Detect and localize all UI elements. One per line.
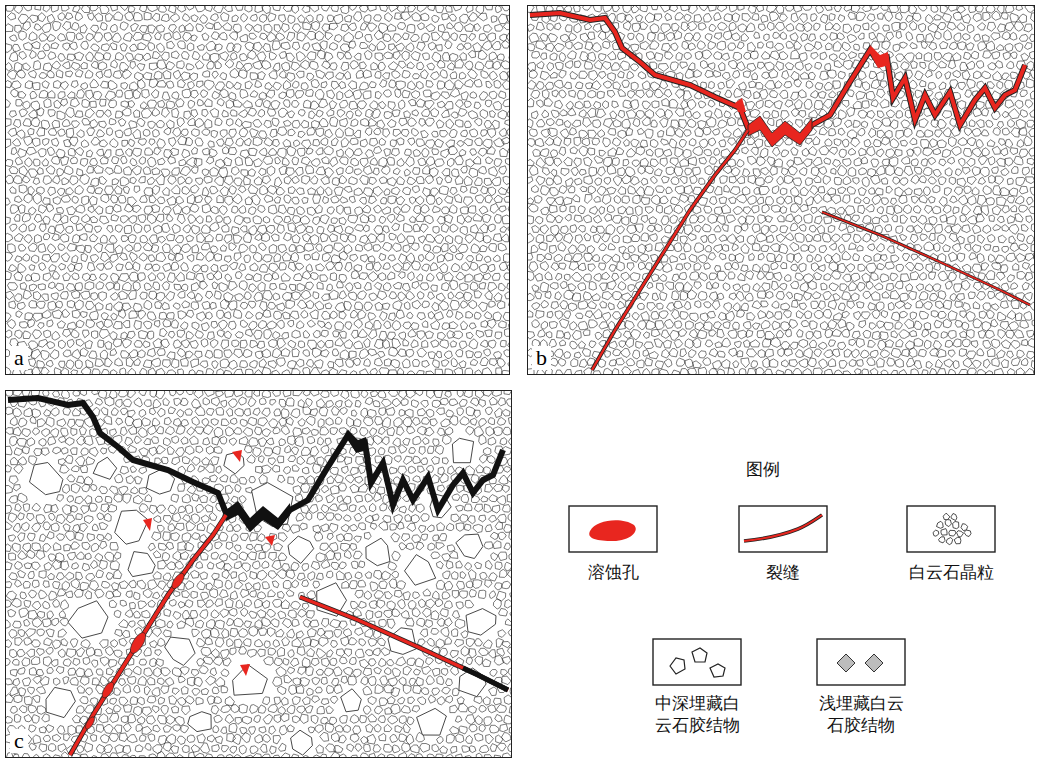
legend-item: 白云石晶粒 xyxy=(886,505,1016,583)
legend-item: 溶蚀孔 xyxy=(548,505,678,583)
fractures-c xyxy=(8,398,508,755)
legend-title: 图例 xyxy=(746,458,780,481)
legend-text: 中深埋藏白云石胶结物 xyxy=(649,692,745,736)
legend-text: 裂缝 xyxy=(718,561,848,583)
legend-sample xyxy=(816,638,906,686)
legend-text: 白云石晶粒 xyxy=(886,561,1016,583)
legend-text: 浅埋藏白云石胶结物 xyxy=(813,692,909,736)
legend-text: 溶蚀孔 xyxy=(548,561,678,583)
micrograph-panel: b xyxy=(527,5,1035,375)
crystal-outline xyxy=(5,5,510,375)
legend-item: 裂缝 xyxy=(718,505,848,583)
micrograph-panel: c xyxy=(5,390,512,758)
panel-letter: a xyxy=(10,346,28,370)
panel-letter: b xyxy=(532,346,551,370)
crystal-outline xyxy=(527,5,1035,375)
panel-letter: c xyxy=(10,729,28,753)
dolomite-grains xyxy=(5,390,512,758)
legend-sample xyxy=(738,505,828,553)
dolomite-grains xyxy=(527,5,1035,375)
legend-item: 中深埋藏白云石胶结物 xyxy=(632,638,762,736)
legend-sample xyxy=(568,505,658,553)
crystal-outline xyxy=(30,438,497,755)
dolomite-grains xyxy=(5,5,510,375)
micrograph-panel: a xyxy=(5,5,510,375)
deep-burial-cement xyxy=(30,438,497,755)
fractures-b xyxy=(530,13,1030,370)
crystal-outline xyxy=(5,390,512,758)
legend-item: 浅埋藏白云石胶结物 xyxy=(796,638,926,736)
legend-sample xyxy=(652,638,742,686)
legend-sample xyxy=(906,505,996,553)
